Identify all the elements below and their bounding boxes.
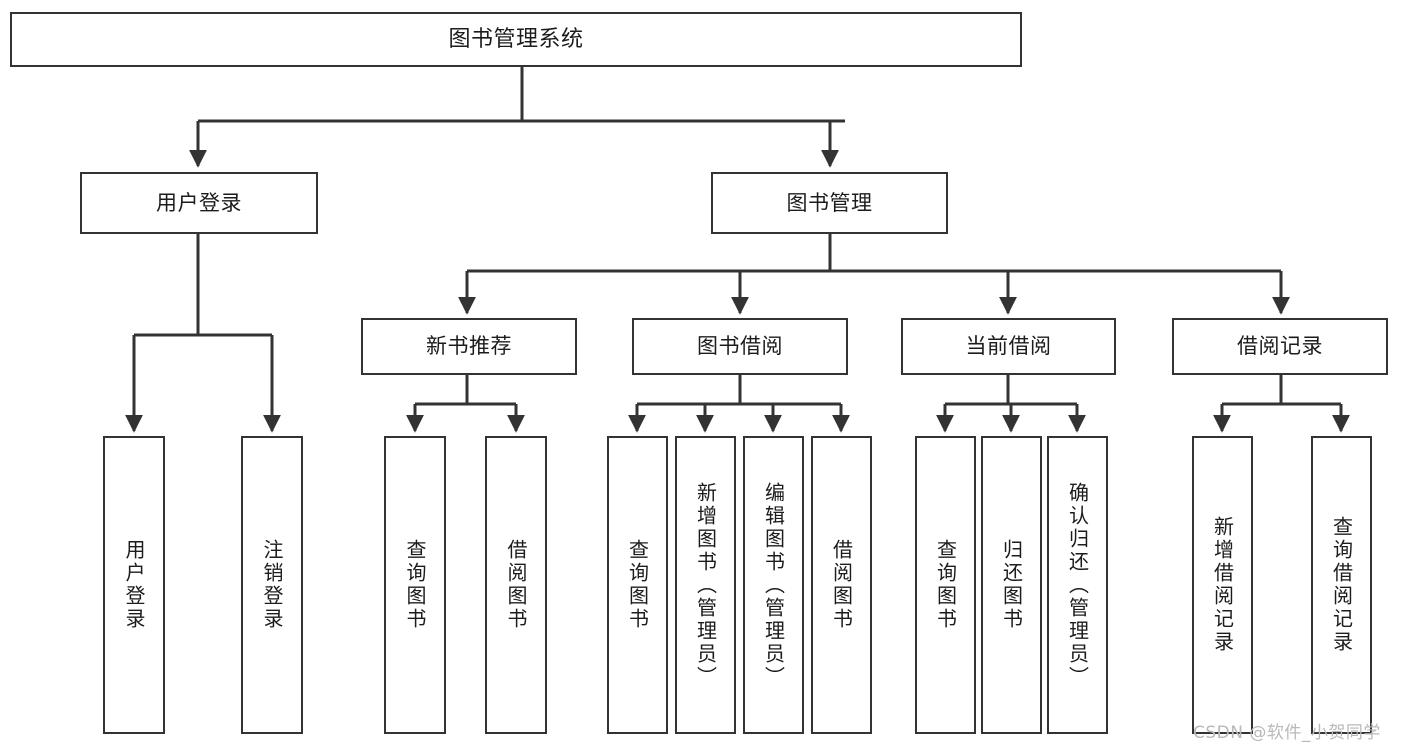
node-leaf-user-login-signout[interactable]: 注销登录 — [241, 436, 303, 734]
node-book-management[interactable]: 图书管理 — [711, 172, 948, 234]
node-current-borrowing[interactable]: 当前借阅 — [901, 318, 1116, 375]
node-leaf-book-borrow-edit-admin[interactable]: 编辑图书（管理员） — [743, 436, 804, 734]
node-label: 新书推荐 — [426, 334, 512, 359]
node-label: 查询图书 — [403, 539, 427, 631]
node-label: 新增图书（管理员） — [693, 481, 718, 689]
node-label: 新增借阅记录 — [1210, 516, 1235, 654]
node-label: 用户登录 — [156, 190, 242, 215]
node-label: 编辑图书（管理员） — [761, 481, 786, 689]
node-label: 查询借阅记录 — [1329, 516, 1354, 654]
node-root-book-management-system[interactable]: 图书管理系统 — [10, 12, 1022, 67]
node-label: 归还图书 — [999, 539, 1024, 631]
node-leaf-new-book-borrow[interactable]: 借阅图书 — [485, 436, 547, 734]
node-leaf-current-borrow-return[interactable]: 归还图书 — [981, 436, 1042, 734]
node-book-borrowing[interactable]: 图书借阅 — [632, 318, 848, 375]
node-leaf-borrow-record-query[interactable]: 查询借阅记录 — [1311, 436, 1372, 734]
node-leaf-new-book-query[interactable]: 查询图书 — [384, 436, 446, 734]
node-label: 借阅记录 — [1237, 334, 1323, 359]
csdn-watermark: CSDN @软件_小贺同学 — [1193, 723, 1381, 743]
node-label: 注销登录 — [260, 539, 284, 631]
node-new-book-recommendation[interactable]: 新书推荐 — [361, 318, 577, 375]
node-leaf-user-login-signin[interactable]: 用户登录 — [103, 436, 165, 734]
node-leaf-borrow-record-add[interactable]: 新增借阅记录 — [1192, 436, 1253, 734]
node-leaf-book-borrow-add-admin[interactable]: 新增图书（管理员） — [675, 436, 736, 734]
node-leaf-book-borrow-query[interactable]: 查询图书 — [607, 436, 668, 734]
node-leaf-current-borrow-query[interactable]: 查询图书 — [915, 436, 976, 734]
node-label: 用户登录 — [122, 539, 146, 631]
node-label: 确认归还（管理员） — [1065, 481, 1090, 689]
node-label: 图书管理系统 — [448, 26, 584, 52]
node-label: 图书借阅 — [697, 334, 783, 359]
node-label: 借阅图书 — [504, 539, 528, 631]
node-leaf-book-borrow-borrow[interactable]: 借阅图书 — [811, 436, 872, 734]
node-label: 图书管理 — [786, 190, 873, 215]
node-user-login[interactable]: 用户登录 — [80, 172, 318, 234]
node-label: 借阅图书 — [829, 539, 854, 631]
node-label: 查询图书 — [933, 539, 958, 631]
node-leaf-current-borrow-confirm-admin[interactable]: 确认归还（管理员） — [1047, 436, 1108, 734]
node-label: 当前借阅 — [965, 334, 1052, 359]
node-borrowing-record[interactable]: 借阅记录 — [1172, 318, 1388, 375]
node-label: 查询图书 — [625, 539, 650, 631]
